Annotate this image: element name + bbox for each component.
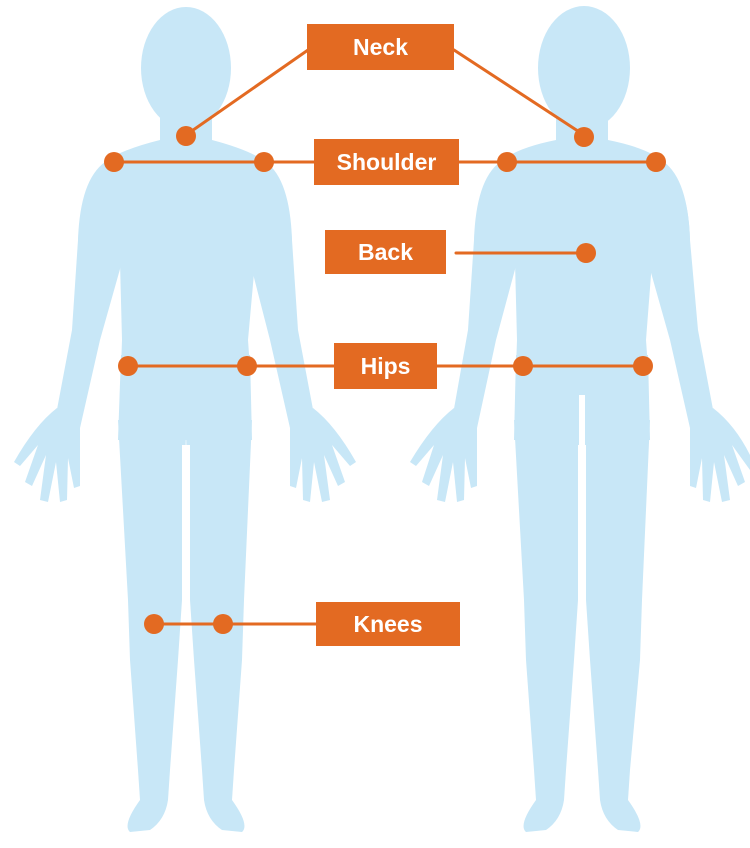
back-left-arm — [452, 170, 517, 428]
hips-point-back-right — [633, 356, 653, 376]
shoulder-point-back-left — [497, 152, 517, 172]
back-right-leg — [582, 420, 650, 832]
back-left-hand — [410, 408, 477, 502]
label-knees-text: Knees — [353, 611, 422, 637]
label-knees: Knees — [316, 602, 460, 646]
back-leg-gap — [578, 445, 586, 775]
back-right-hand — [690, 408, 750, 502]
knees-point-right — [213, 614, 233, 634]
hips-point-back-left — [513, 356, 533, 376]
back-left-leg — [514, 420, 582, 832]
hips-point-front-left — [118, 356, 138, 376]
shoulder-point-back-right — [646, 152, 666, 172]
neck-point-front — [176, 126, 196, 146]
label-neck-text: Neck — [353, 34, 408, 60]
hips-point-front-right — [237, 356, 257, 376]
knees-point-left — [144, 614, 164, 634]
label-shoulder: Shoulder — [314, 139, 459, 185]
label-neck: Neck — [307, 24, 454, 70]
back-right-arm — [648, 170, 715, 428]
neck-point-back — [574, 127, 594, 147]
label-hips: Hips — [334, 343, 437, 389]
front-right-hand — [290, 408, 356, 502]
front-right-arm — [250, 170, 315, 428]
front-left-hand — [14, 408, 80, 502]
front-left-arm — [55, 170, 122, 428]
label-back-text: Back — [358, 239, 413, 265]
label-shoulder-text: Shoulder — [337, 149, 437, 175]
label-hips-text: Hips — [361, 353, 411, 379]
front-leg-gap — [182, 445, 190, 775]
shoulder-point-front-left — [104, 152, 124, 172]
label-back: Back — [325, 230, 446, 274]
back-point — [576, 243, 596, 263]
shoulder-point-front-right — [254, 152, 274, 172]
